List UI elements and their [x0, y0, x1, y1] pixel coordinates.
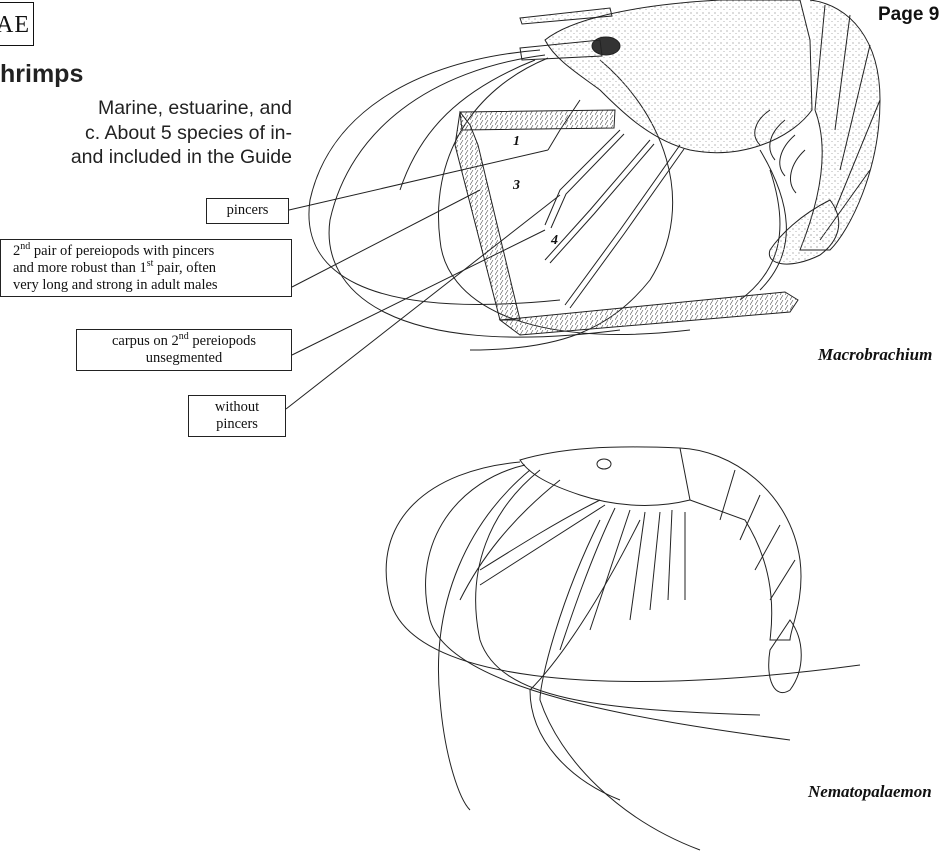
- intro-paragraph: Marine, estuarine, and c. About 5 specie…: [0, 96, 292, 170]
- page-number: Page 9: [878, 4, 939, 26]
- macrobrachium-drawing: [309, 0, 880, 350]
- callout-without-pincers: without pincers: [188, 395, 286, 437]
- callout-carpus-line-1: carpus on 2nd pereiopods: [81, 333, 287, 350]
- callout-second-pair-line-2: and more robust than 1st pair, often: [13, 260, 287, 277]
- long-antenna-4: [438, 470, 530, 810]
- callout-without-pincers-line-1: without: [193, 399, 281, 416]
- pereiopod-2-merus: [460, 110, 615, 130]
- tail-small: [769, 620, 802, 693]
- text: and more robust than 1: [13, 260, 147, 276]
- text: pair, often: [153, 260, 216, 276]
- pereiopod-5: [565, 145, 680, 305]
- abdomen-small: [680, 448, 801, 640]
- nematopalaemon-drawing: [386, 447, 860, 850]
- genus-label-macrobrachium: Macrobrachium: [818, 345, 932, 365]
- intro-line-3: and included in the Guide: [0, 145, 292, 170]
- callout-second-pair: 2nd pair of pereiopods with pincers and …: [0, 239, 292, 297]
- long-antenna-1: [386, 462, 860, 682]
- text: pair of pereiopods with pincers: [30, 243, 214, 259]
- long-antenna-3: [476, 470, 760, 715]
- callout-pincers: pincers: [206, 198, 289, 224]
- superscript: nd: [179, 331, 189, 342]
- leg-number-4: 4: [551, 233, 558, 249]
- callout-pincers-text: pincers: [227, 202, 269, 218]
- carapace: [545, 0, 812, 153]
- section-heading: hrimps: [0, 60, 83, 89]
- callout-without-pincers-line-2: pincers: [193, 416, 281, 433]
- callout-carpus-line-2: unsegmented: [81, 350, 287, 367]
- genus-label-nematopalaemon: Nematopalaemon: [808, 782, 932, 802]
- pereiopod-4: [545, 140, 650, 260]
- leg-number-3: 3: [513, 178, 520, 194]
- family-name-fragment: AE: [0, 2, 34, 46]
- intro-line-1: Marine, estuarine, and: [0, 96, 292, 121]
- text: pereiopods: [189, 333, 256, 349]
- intro-line-2: c. About 5 species of in-: [0, 121, 292, 146]
- eye: [592, 37, 620, 55]
- long-antenna-2: [426, 465, 790, 740]
- carapace-small: [520, 447, 690, 506]
- callout-carpus: carpus on 2nd pereiopods unsegmented: [76, 329, 292, 371]
- superscript: nd: [20, 241, 30, 252]
- text: carpus on 2: [112, 333, 179, 349]
- pereiopod-2-chela: [500, 292, 798, 335]
- callout-second-pair-line-3: very long and strong in adult males: [13, 277, 287, 294]
- pereiopod-2-carpus: [455, 112, 520, 320]
- leg-number-1: 1: [513, 134, 520, 150]
